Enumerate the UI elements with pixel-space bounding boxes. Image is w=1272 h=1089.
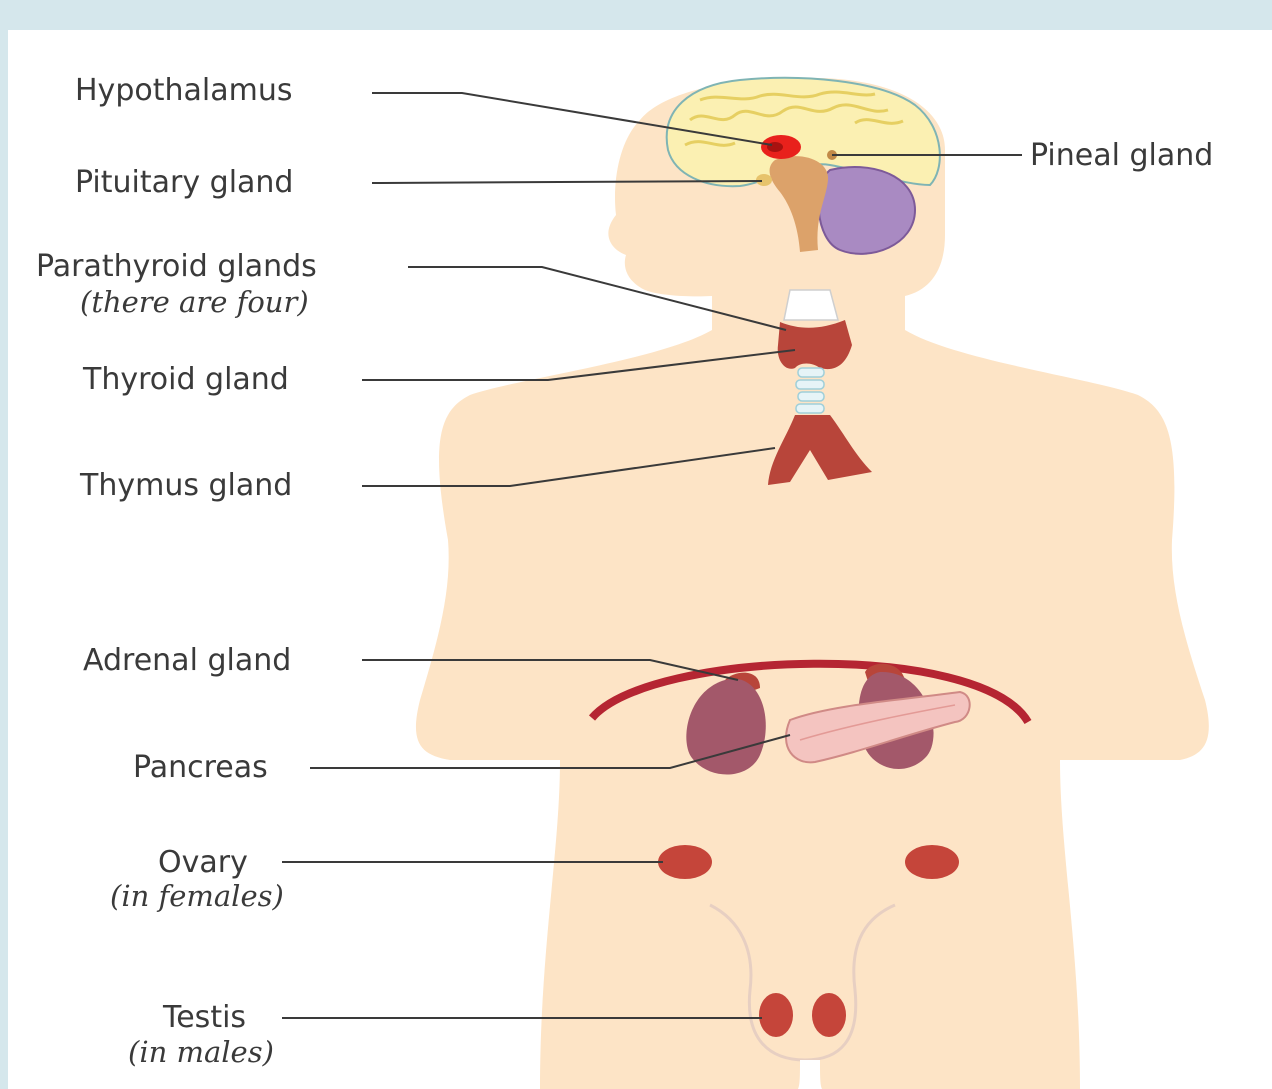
label-thyroid: Thyroid gland <box>82 362 289 397</box>
legs-gap <box>798 1060 822 1089</box>
label-hypothalamus: Hypothalamus <box>75 73 292 108</box>
label-ovary-note: (in females) <box>110 879 284 913</box>
larynx <box>784 290 838 320</box>
label-pituitary: Pituitary gland <box>75 165 293 200</box>
label-pineal: Pineal gland <box>1030 138 1213 173</box>
right-ovary <box>905 845 959 879</box>
label-testis: Testis <box>162 1000 246 1035</box>
label-parathyroid: Parathyroid glands <box>36 249 317 284</box>
label-thymus: Thymus gland <box>79 468 292 503</box>
left-ovary <box>658 845 712 879</box>
hypothalamus-dot-core <box>767 142 783 152</box>
label-ovary: Ovary <box>158 845 248 880</box>
right-testis <box>812 993 846 1037</box>
left-testis <box>759 993 793 1037</box>
label-testis-note: (in males) <box>128 1035 274 1069</box>
cerebellum <box>819 167 915 254</box>
label-pancreas: Pancreas <box>133 750 268 785</box>
label-adrenal: Adrenal gland <box>83 643 291 678</box>
label-parathyroid-note: (there are four) <box>80 285 309 319</box>
pituitary-dot <box>756 174 772 186</box>
